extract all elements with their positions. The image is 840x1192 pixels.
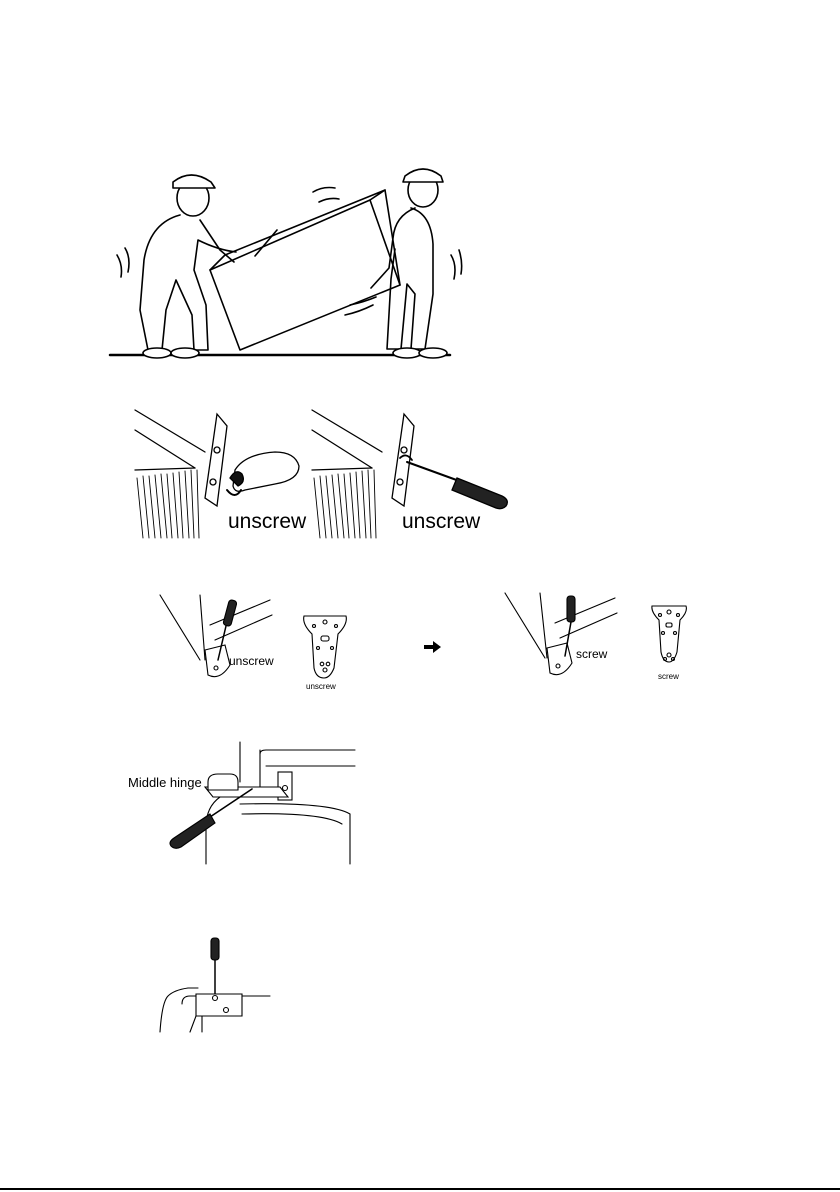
middle-hinge-label: Middle hinge bbox=[128, 775, 202, 790]
lower-corner-right-illustration bbox=[505, 588, 620, 683]
hinge-plate-left-illustration bbox=[300, 612, 350, 682]
bottom-rule bbox=[0, 1188, 840, 1190]
hinge-plate-right-illustration bbox=[649, 603, 689, 668]
top-hinge-hand-label: unscrew bbox=[228, 510, 306, 534]
carrying-illustration bbox=[105, 160, 465, 360]
lower-corner-left-label: unscrew bbox=[229, 654, 274, 668]
hinge-plate-right-label: screw bbox=[658, 672, 679, 681]
hinge-plate-left-label: unscrew bbox=[306, 682, 336, 691]
top-hinge-screwdriver-label: unscrew bbox=[402, 510, 480, 534]
right-arrow-icon bbox=[424, 640, 442, 654]
middle-hinge-illustration bbox=[160, 742, 355, 864]
bottom-hinge-illustration bbox=[160, 934, 270, 1034]
lower-corner-right-label: screw bbox=[576, 647, 607, 661]
lower-corner-left-illustration bbox=[160, 590, 275, 685]
